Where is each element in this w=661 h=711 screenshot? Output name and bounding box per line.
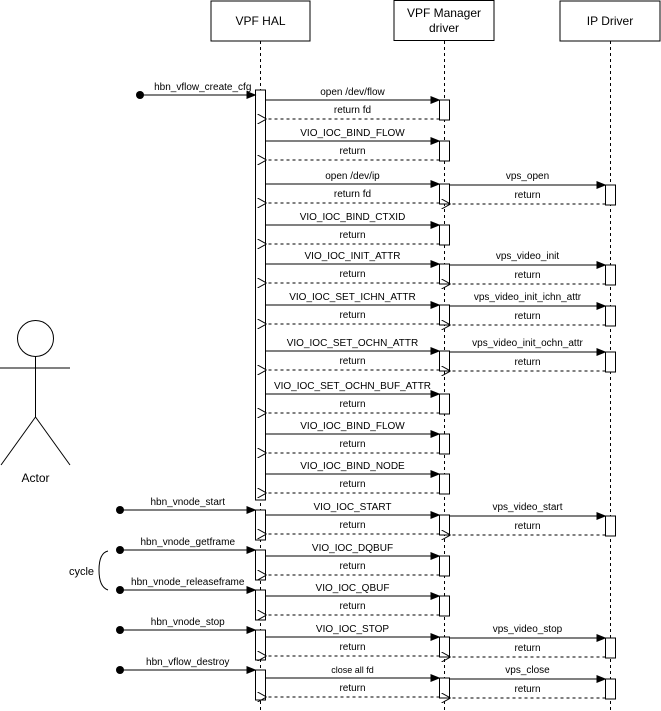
activation-box-vpf-hal bbox=[255, 89, 266, 501]
participant-label: driver bbox=[429, 21, 459, 35]
reply-label: return bbox=[339, 146, 365, 157]
api-call-label: hbn_vflow_create_cfg bbox=[154, 82, 251, 93]
reply-label: return bbox=[339, 601, 365, 612]
activation-box-vpf-manager bbox=[439, 224, 450, 246]
ip-reply-label: return bbox=[514, 270, 540, 281]
ip-call-label: vps_video_init bbox=[496, 251, 560, 262]
reply-label: return bbox=[339, 399, 365, 410]
message-label: close all fd bbox=[331, 665, 374, 675]
activation-box-vpf-manager bbox=[439, 555, 450, 577]
message-label: VIO_IOC_SET_ICHN_ATTR bbox=[289, 292, 416, 303]
api-call-label: hbn_vnode_getframe bbox=[140, 537, 235, 548]
activation-box-vpf-manager bbox=[439, 183, 450, 205]
participant-label: IP Driver bbox=[587, 14, 633, 28]
reply-label: return bbox=[339, 269, 365, 280]
activation-box-vpf-hal bbox=[255, 549, 266, 581]
ip-reply-label: return bbox=[514, 190, 540, 201]
cycle-label: cycle bbox=[69, 566, 94, 578]
activation-box-vpf-hal bbox=[255, 589, 266, 621]
activation-box-vpf-manager bbox=[439, 595, 450, 617]
ip-reply-label: return bbox=[514, 521, 540, 532]
activation-box-vpf-manager bbox=[439, 636, 450, 658]
api-call-label: hbn_vnode_stop bbox=[151, 617, 225, 628]
reply-label: return bbox=[339, 439, 365, 450]
activation-box-ip-driver bbox=[605, 678, 616, 700]
actor-left-leg bbox=[0, 416, 36, 466]
activation-box-vpf-hal bbox=[255, 629, 266, 661]
ip-reply-label: return bbox=[514, 643, 540, 654]
activation-box-vpf-manager bbox=[439, 473, 450, 495]
reply-label: return bbox=[339, 356, 365, 367]
api-call-label: hbn_vflow_destroy bbox=[146, 657, 229, 668]
activation-box-vpf-manager bbox=[439, 350, 450, 372]
participant-ip-driver: IP Driver bbox=[559, 0, 661, 42]
message-label: VIO_IOC_BIND_FLOW bbox=[300, 421, 405, 432]
ip-call-label: vps_video_start bbox=[492, 502, 562, 513]
activation-box-vpf-manager bbox=[439, 304, 450, 326]
participant-label: VPF HAL bbox=[235, 14, 285, 28]
message-label: VIO_IOC_SET_OCHN_ATTR bbox=[287, 338, 419, 349]
activation-box-vpf-manager bbox=[439, 140, 450, 162]
actor-label: Actor bbox=[21, 471, 49, 485]
message-label: open /dev/ip bbox=[325, 171, 380, 182]
ip-reply-label: return bbox=[514, 684, 540, 695]
ip-call-label: vps_video_stop bbox=[493, 624, 563, 635]
reply-label: return bbox=[339, 683, 365, 694]
api-call-label: hbn_vnode_releaseframe bbox=[131, 577, 245, 588]
activation-box-vpf-manager bbox=[439, 99, 450, 121]
actor-right-leg bbox=[35, 416, 71, 466]
activation-box-vpf-hal bbox=[255, 669, 266, 701]
activation-box-ip-driver bbox=[605, 305, 616, 327]
activation-box-ip-driver bbox=[605, 264, 616, 286]
reply-label: return bbox=[339, 479, 365, 490]
activation-box-vpf-manager bbox=[439, 433, 450, 455]
activation-box-vpf-manager bbox=[439, 514, 450, 536]
ip-reply-label: return bbox=[514, 311, 540, 322]
reply-label: return fd bbox=[334, 105, 371, 116]
activation-box-ip-driver bbox=[605, 515, 616, 537]
reply-label: return fd bbox=[334, 189, 371, 200]
message-label: VIO_IOC_INIT_ATTR bbox=[305, 251, 401, 262]
message-label: VIO_IOC_STOP bbox=[316, 624, 390, 635]
activation-box-vpf-manager bbox=[439, 263, 450, 285]
activation-box-vpf-manager bbox=[439, 677, 450, 699]
participant-vpf-hal: VPF HAL bbox=[210, 0, 311, 42]
activation-box-vpf-hal bbox=[255, 509, 266, 541]
actor-figure bbox=[0, 320, 71, 466]
message-label: VIO_IOC_BIND_FLOW bbox=[300, 128, 405, 139]
message-label: VIO_IOC_BIND_CTXID bbox=[300, 212, 406, 223]
message-label: VIO_IOC_START bbox=[314, 502, 392, 513]
activation-box-ip-driver bbox=[605, 637, 616, 659]
participant-label: VPF Manager bbox=[407, 6, 481, 20]
activation-box-vpf-manager bbox=[439, 393, 450, 415]
message-label: VIO_IOC_SET_OCHN_BUF_ATTR bbox=[274, 381, 431, 392]
message-label: VIO_IOC_DQBUF bbox=[312, 543, 393, 554]
participant-vpf-manager-driver: VPF Manager driver bbox=[393, 0, 495, 41]
cycle-bracket bbox=[98, 550, 109, 591]
ip-call-label: vps_video_init_ochn_attr bbox=[472, 338, 583, 349]
activation-box-ip-driver bbox=[605, 351, 616, 373]
api-call-label: hbn_vnode_start bbox=[150, 497, 225, 508]
reply-label: return bbox=[339, 642, 365, 653]
reply-label: return bbox=[339, 230, 365, 241]
ip-call-label: vps_open bbox=[506, 171, 549, 182]
message-label: VIO_IOC_BIND_NODE bbox=[300, 461, 405, 472]
activation-box-ip-driver bbox=[605, 184, 616, 206]
ip-call-label: vps_close bbox=[505, 665, 550, 676]
message-label: open /dev/flow bbox=[320, 87, 385, 98]
reply-label: return bbox=[339, 561, 365, 572]
reply-label: return bbox=[339, 310, 365, 321]
ip-reply-label: return bbox=[514, 357, 540, 368]
actor-head bbox=[17, 320, 54, 357]
message-label: VIO_IOC_QBUF bbox=[316, 583, 390, 594]
ip-call-label: vps_video_init_ichn_attr bbox=[474, 292, 582, 303]
reply-label: return bbox=[339, 520, 365, 531]
